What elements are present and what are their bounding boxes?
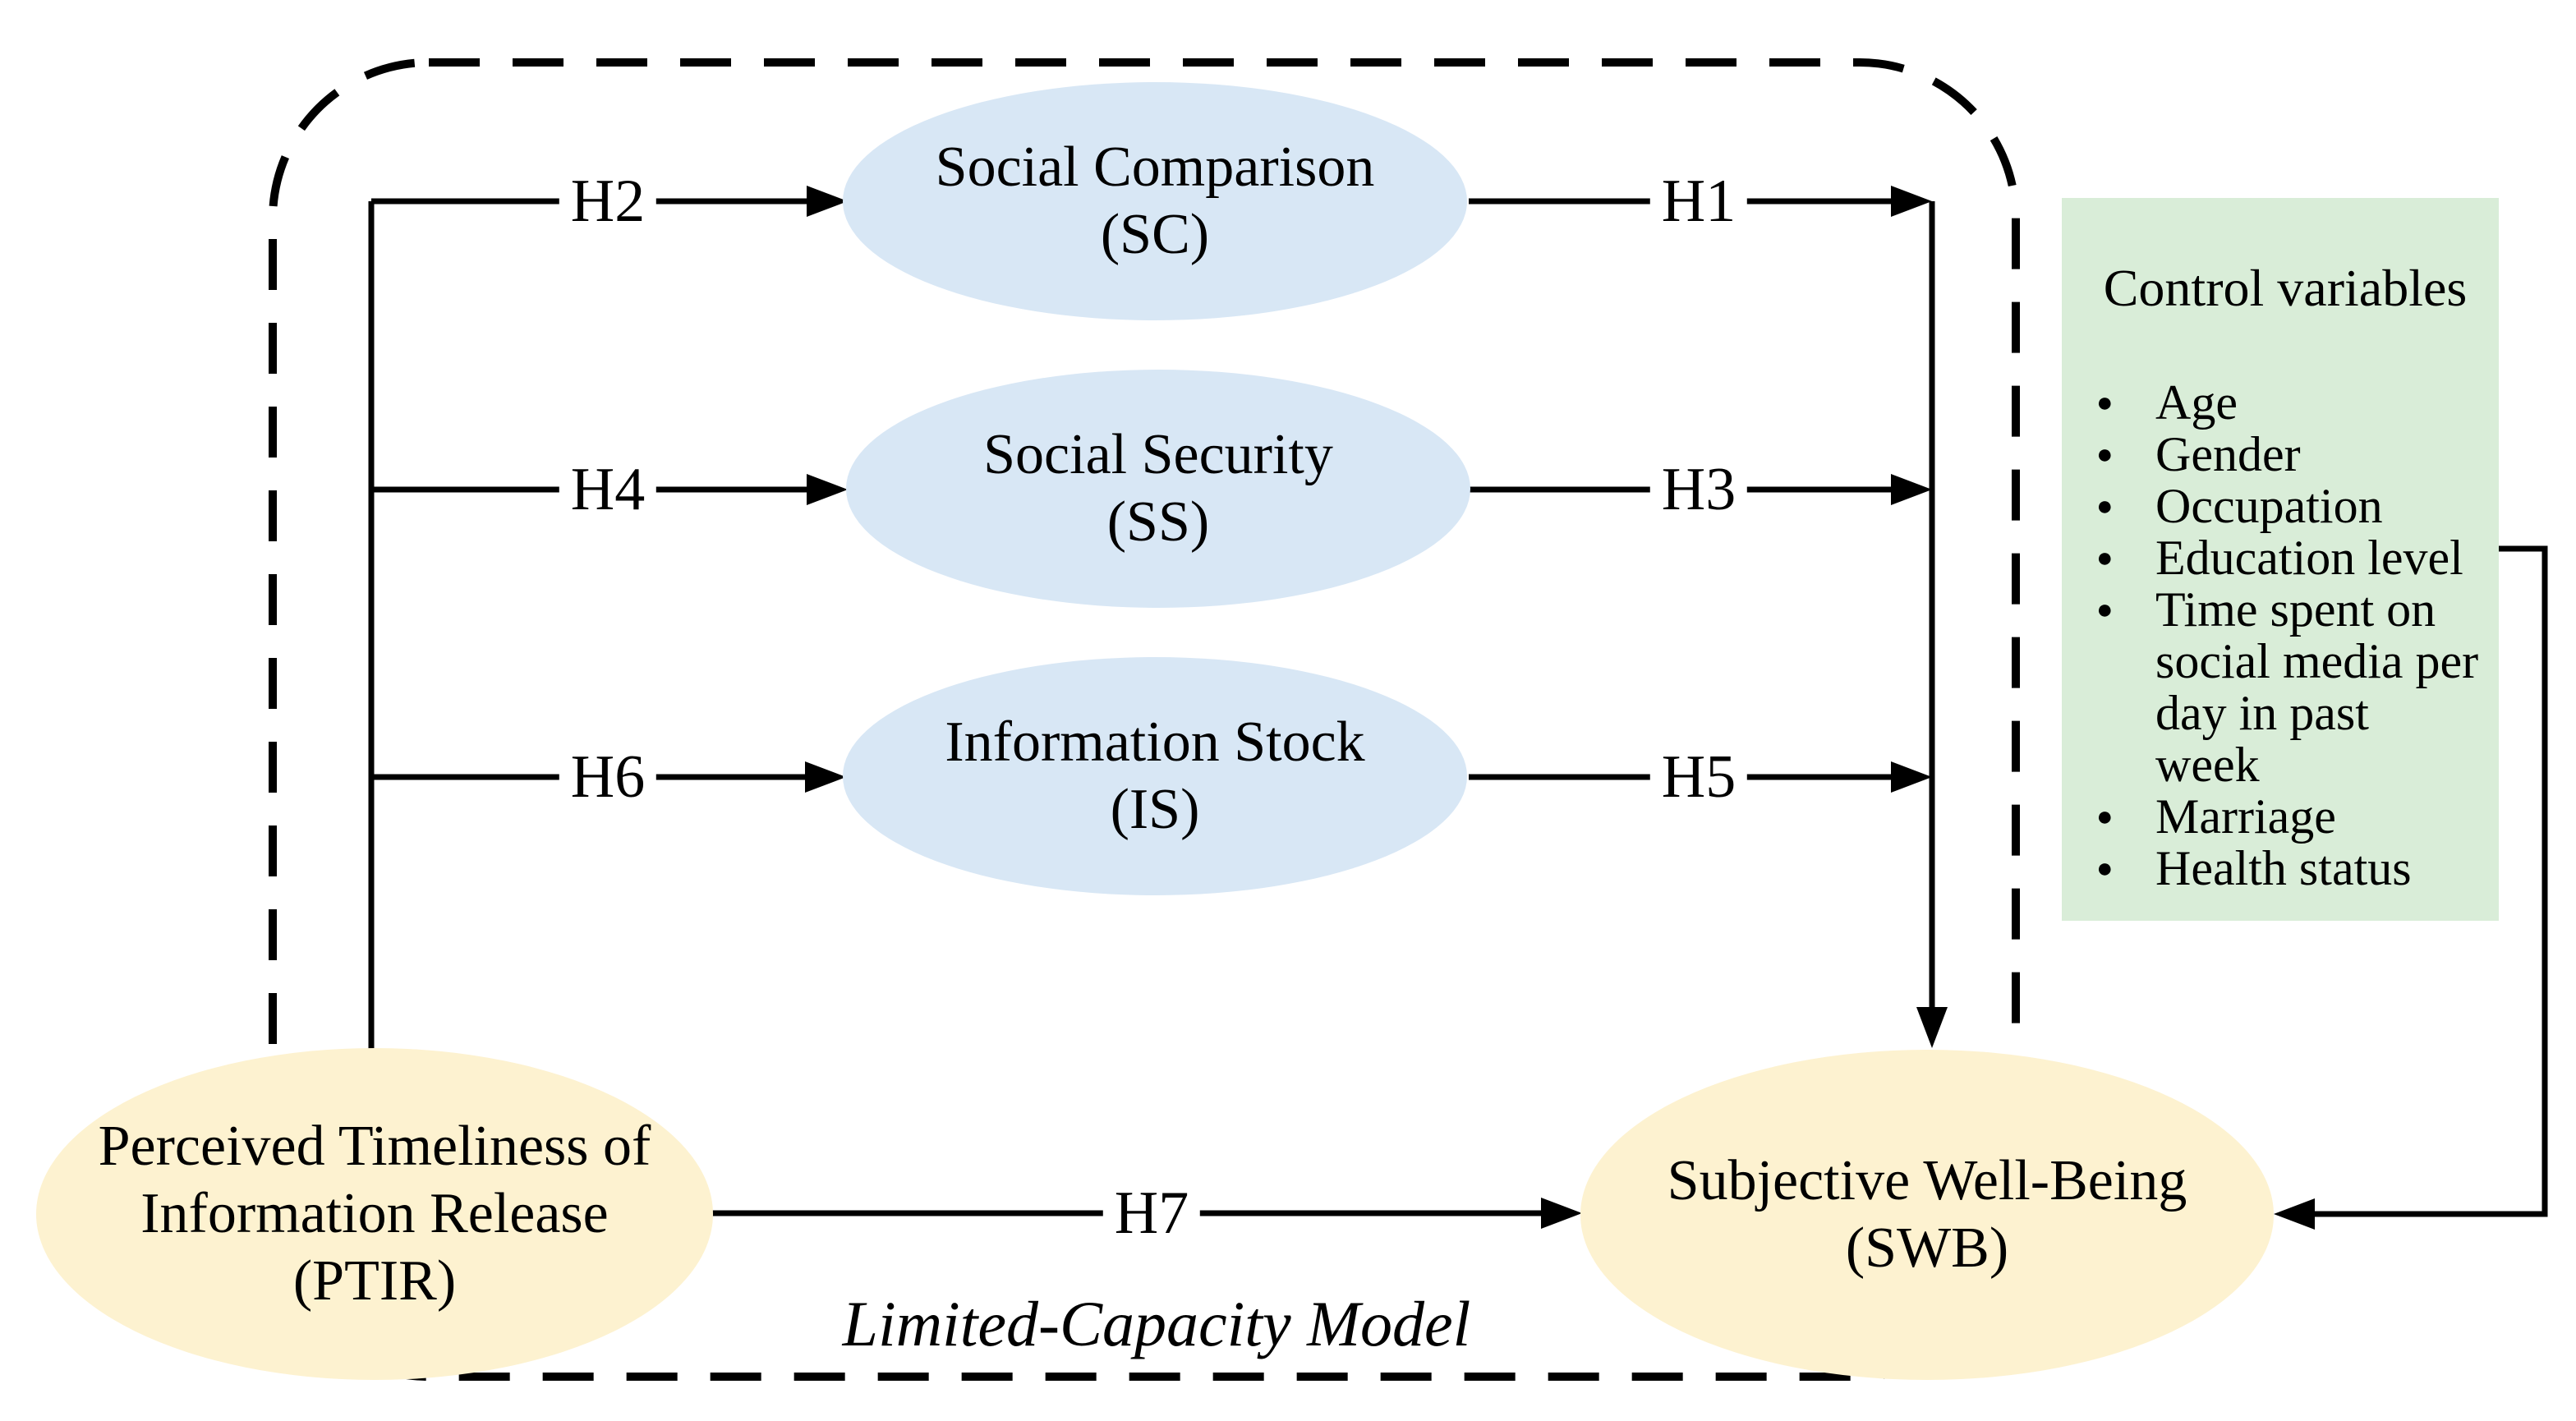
h7-arrowhead-icon xyxy=(1541,1198,1582,1229)
node-social-security-label-line2: (SS) xyxy=(1106,490,1210,554)
list-item: ● Age xyxy=(2091,377,2479,429)
path-label-h2: H2 xyxy=(559,169,657,233)
node-social-security-label-line1: Social Security xyxy=(983,423,1333,486)
control-variable-label: Education level xyxy=(2155,531,2463,585)
control-variable-label: Time spent on social media per day in pa… xyxy=(2155,582,2479,792)
control-variable-label: Occupation xyxy=(2155,479,2383,533)
h4-arrowhead-icon xyxy=(807,474,848,505)
h6-arrowhead-icon xyxy=(805,761,846,793)
model-frame-caption: Limited-Capacity Model xyxy=(842,1288,1471,1359)
node-ptir-label-line1: Perceived Timeliness of xyxy=(98,1115,651,1178)
bullet-icon: ● xyxy=(2096,491,2114,522)
node-ptir: Perceived Timeliness of Information Rele… xyxy=(36,1048,713,1380)
path-label-h6: H6 xyxy=(559,745,657,809)
node-social-comparison: Social Comparison (SC) xyxy=(843,82,1467,320)
bullet-icon: ● xyxy=(2096,595,2114,625)
bullet-icon: ● xyxy=(2096,802,2114,832)
control-variables-box: Control variables ● Age ● Gender ● Occup… xyxy=(2062,198,2499,921)
node-social-security: Social Security (SS) xyxy=(846,370,1470,608)
control-variables-list: ● Age ● Gender ● Occupation ● Education … xyxy=(2091,377,2479,894)
list-item: ● Time spent on social media per day in … xyxy=(2091,584,2479,791)
control-variable-label: Marriage xyxy=(2155,789,2336,844)
control-left-arrowhead-icon xyxy=(2274,1198,2315,1230)
h2-arrowhead-icon xyxy=(807,186,848,217)
h3-arrowhead-icon xyxy=(1891,474,1932,505)
node-swb: Subjective Well-Being (SWB) xyxy=(1580,1050,2274,1380)
node-social-comparison-label-line2: (SC) xyxy=(1100,203,1210,266)
node-swb-label-line1: Subjective Well-Being xyxy=(1667,1149,2187,1212)
control-variable-label: Age xyxy=(2155,375,2238,430)
bullet-icon: ● xyxy=(2096,439,2114,470)
node-ptir-label-line3: (PTIR) xyxy=(292,1249,457,1313)
node-information-stock-label-line2: (IS) xyxy=(1110,778,1200,841)
bullet-icon: ● xyxy=(2096,388,2114,418)
node-information-stock: Information Stock (IS) xyxy=(843,657,1467,895)
node-social-comparison-label-line1: Social Comparison xyxy=(935,136,1375,199)
path-label-h7: H7 xyxy=(1102,1181,1201,1245)
node-swb-label-line2: (SWB) xyxy=(1845,1216,2009,1280)
path-label-h1: H1 xyxy=(1649,169,1748,233)
control-variable-label: Gender xyxy=(2155,427,2301,481)
list-item: ● Occupation xyxy=(2091,481,2479,532)
path-label-h4: H4 xyxy=(559,458,657,522)
list-item: ● Education level xyxy=(2091,532,2479,584)
control-connector-line xyxy=(2312,545,2548,1217)
list-item: ● Health status xyxy=(2091,843,2479,894)
h1-arrowhead-icon xyxy=(1891,186,1932,217)
list-item: ● Gender xyxy=(2091,429,2479,481)
list-item: ● Marriage xyxy=(2091,791,2479,843)
control-variables-title: Control variables xyxy=(2103,259,2468,317)
bullet-icon: ● xyxy=(2096,853,2114,884)
node-ptir-label-line2: Information Release xyxy=(140,1182,609,1245)
path-label-h3: H3 xyxy=(1649,458,1748,522)
h5-arrowhead-icon xyxy=(1891,761,1932,793)
path-label-h5: H5 xyxy=(1649,745,1748,809)
control-variable-label: Health status xyxy=(2155,841,2412,895)
model-boundary-dashed-frame xyxy=(269,58,2020,1381)
swb-down-arrowhead-icon xyxy=(1916,1007,1948,1048)
node-information-stock-label-line1: Information Stock xyxy=(945,710,1365,774)
bullet-icon: ● xyxy=(2096,543,2114,573)
